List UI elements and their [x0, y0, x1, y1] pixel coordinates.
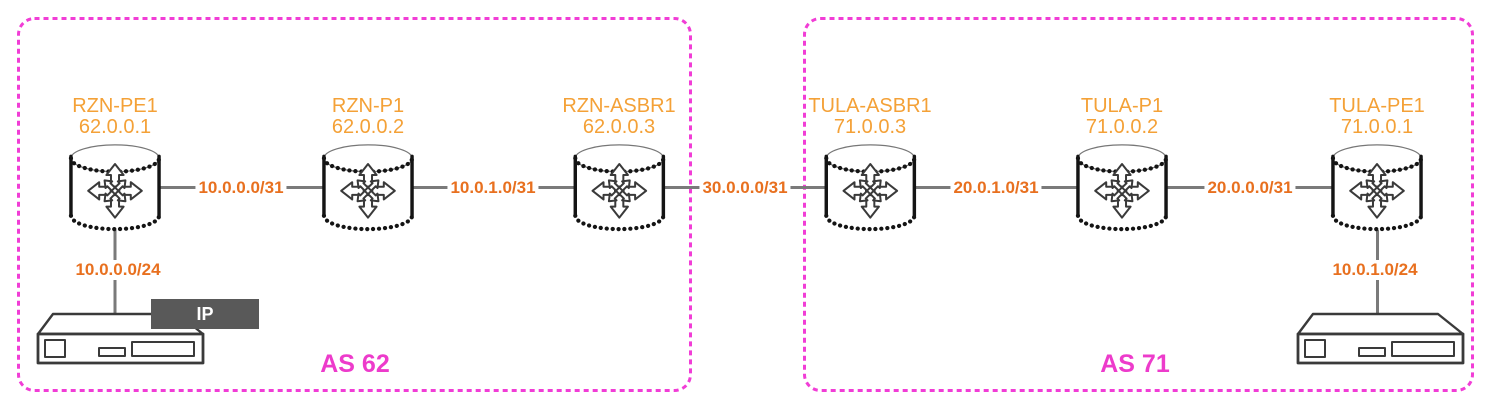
router-name: TULA-ASBR1 — [808, 95, 932, 117]
router-icon — [320, 142, 416, 232]
access-label-10-0-1-0-24: 10.0.1.0/24 — [1329, 260, 1421, 280]
router-ip: 62.0.0.2 — [331, 116, 405, 138]
router-ip: 71.0.0.3 — [833, 116, 907, 138]
router-node-tula-asbr1: TULA-ASBR1 71.0.0.3 — [808, 95, 932, 232]
router-name: RZN-ASBR1 — [562, 95, 676, 117]
router-ip: 71.0.0.1 — [1340, 116, 1414, 138]
router-ip: 71.0.0.2 — [1085, 116, 1159, 138]
router-ip: 62.0.0.3 — [582, 116, 656, 138]
router-icon — [1329, 142, 1425, 232]
router-name: TULA-P1 — [1080, 95, 1164, 117]
router-node-tula-p1: TULA-P1 71.0.0.2 — [1074, 96, 1170, 232]
router-node-rzn-p1: RZN-P1 62.0.0.2 — [320, 96, 416, 232]
as71-border — [803, 17, 1474, 392]
router-node-rzn-pe1: RZN-PE1 62.0.0.1 — [67, 96, 163, 232]
link-label-20-0-0-0-31: 20.0.0.0/31 — [1204, 177, 1296, 198]
router-ip: 62.0.0.1 — [78, 116, 152, 138]
link-label-10-0-0-0-31: 10.0.0.0/31 — [195, 177, 287, 198]
ip-service-badge: IP — [151, 299, 259, 329]
link-label-30-0-0-0-31: 30.0.0.0/31 — [699, 177, 791, 198]
router-icon — [822, 142, 918, 232]
router-node-tula-pe1: TULA-PE1 71.0.0.1 — [1329, 96, 1425, 232]
router-name: RZN-P1 — [331, 95, 405, 117]
router-name: RZN-PE1 — [72, 95, 158, 117]
as62-border — [17, 17, 692, 392]
access-label-10-0-0-0-24: 10.0.0.0/24 — [72, 260, 164, 280]
router-name: TULA-PE1 — [1329, 95, 1425, 117]
as62-label: AS 62 — [320, 350, 390, 378]
server-icon — [1296, 312, 1465, 365]
link-label-10-0-1-0-31: 10.0.1.0/31 — [447, 177, 539, 198]
router-icon — [571, 142, 667, 232]
router-icon — [67, 142, 163, 232]
router-node-rzn-asbr1: RZN-ASBR1 62.0.0.3 — [562, 95, 676, 232]
as71-label: AS 71 — [1100, 350, 1170, 378]
router-icon — [1074, 142, 1170, 232]
link-label-20-0-1-0-31: 20.0.1.0/31 — [950, 177, 1042, 198]
